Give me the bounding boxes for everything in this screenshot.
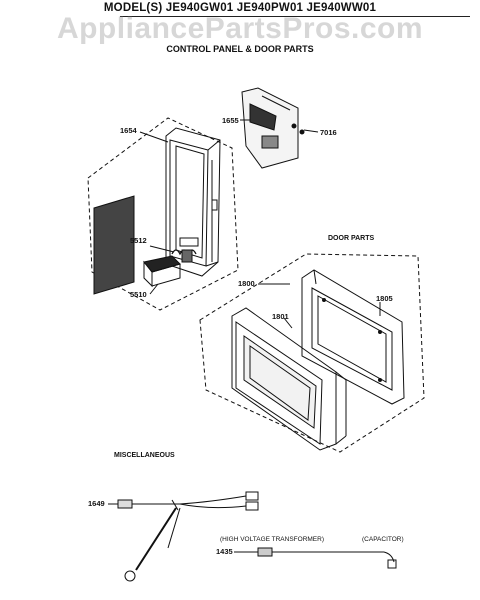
wire-harness bbox=[117, 491, 259, 582]
hv-transformer-note: (HIGH VOLTAGE TRANSFORMER) bbox=[220, 536, 325, 543]
model-list: MODEL(S) JE940GW01 JE940PW01 JE940WW01 bbox=[103, 2, 377, 14]
door-group-outline bbox=[199, 253, 425, 453]
control-panel-group-outline bbox=[87, 117, 239, 311]
hv-wire bbox=[238, 547, 397, 569]
watermark: AppliancePartsPros.com bbox=[56, 12, 424, 45]
side-panel bbox=[93, 195, 135, 295]
control-board bbox=[241, 87, 305, 169]
callout-1435: 1435 bbox=[216, 547, 233, 556]
callout-7016: 7016 bbox=[320, 128, 337, 137]
capacitor-note: (CAPACITOR) bbox=[362, 536, 404, 543]
door-choke-frame bbox=[301, 269, 405, 405]
door-panel bbox=[231, 307, 347, 451]
callout-1649: 1649 bbox=[88, 499, 105, 508]
door-parts-heading: DOOR PARTS bbox=[328, 235, 375, 242]
callout-1801: 1801 bbox=[272, 312, 289, 321]
door-latch-assembly bbox=[143, 249, 197, 288]
control-panel-frame bbox=[165, 127, 221, 277]
diagram-subtitle: CONTROL PANEL & DOOR PARTS bbox=[166, 44, 314, 54]
callout-5512: 5512 bbox=[130, 236, 147, 245]
callout-1800: 1800 bbox=[238, 279, 255, 288]
callout-1655: 1655 bbox=[222, 116, 239, 125]
title-underline bbox=[120, 16, 470, 17]
callout-1805: 1805 bbox=[376, 294, 393, 303]
miscellaneous-heading: MISCELLANEOUS bbox=[114, 452, 175, 459]
callout-1654: 1654 bbox=[120, 126, 137, 135]
callout-5510: 5510 bbox=[130, 290, 147, 299]
